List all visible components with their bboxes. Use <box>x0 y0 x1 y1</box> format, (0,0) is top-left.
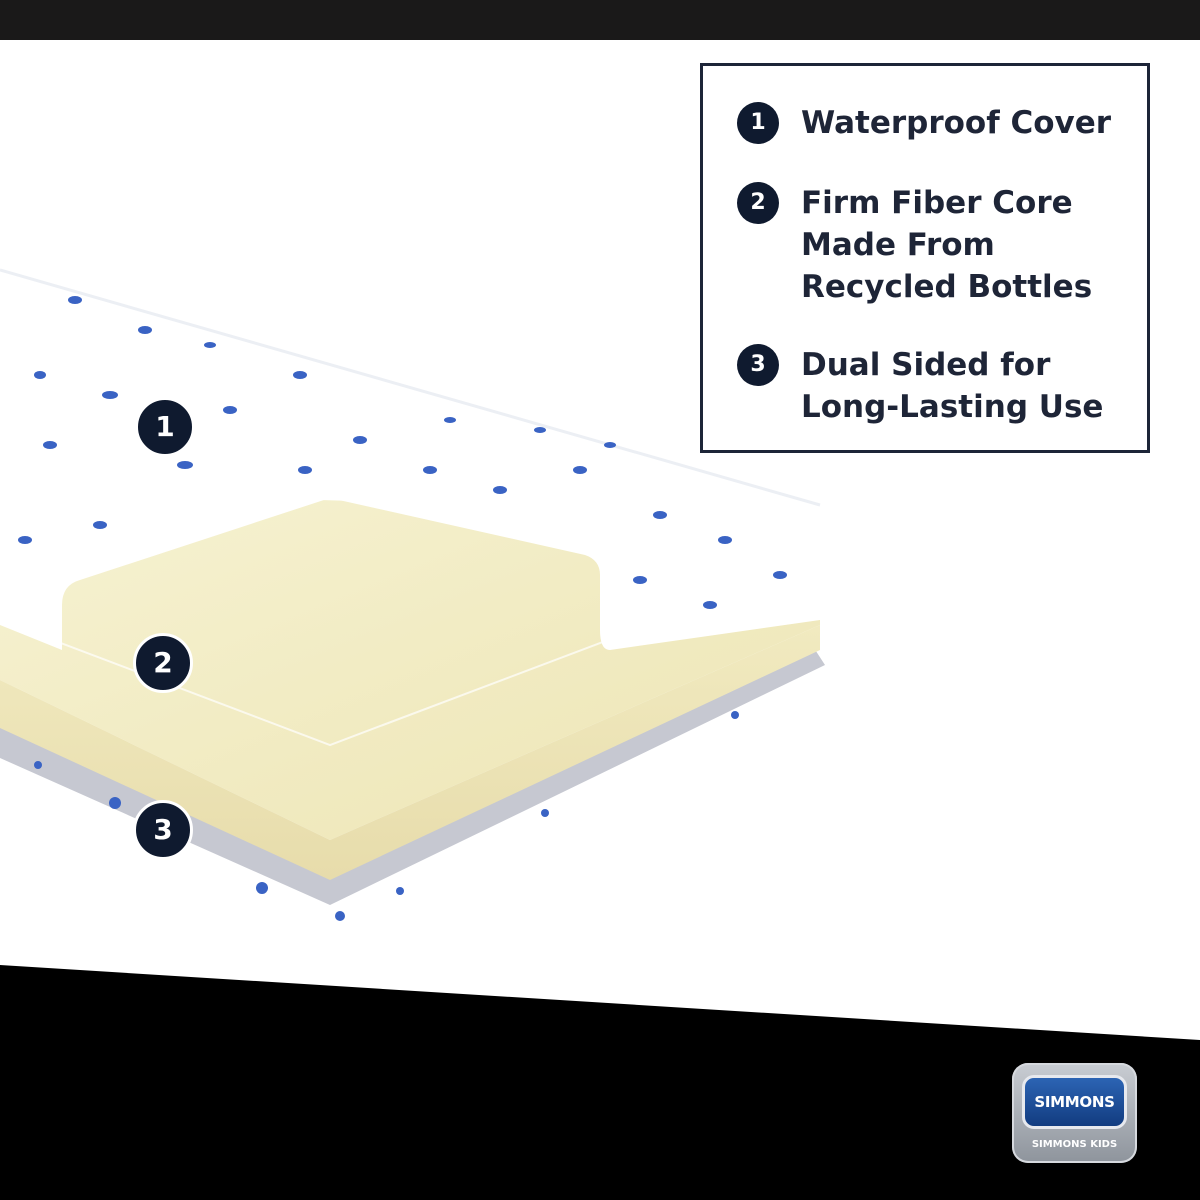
bottom-pad-front <box>330 680 825 965</box>
legend-item-dual-sided: 3 Dual Sided for Long-Lasting Use <box>737 344 1131 428</box>
core-edge <box>0 625 820 880</box>
legend-label: Dual Sided for Long-Lasting Use <box>801 347 1104 425</box>
layer-3-marker: 3 <box>133 800 193 860</box>
gray-layer <box>0 645 825 905</box>
pad-dots <box>34 711 739 921</box>
legend-item-fiber-core: 2 Firm Fiber Core Made From Recycled Bot… <box>737 182 1131 308</box>
legend-label: Waterproof Cover <box>801 105 1112 141</box>
cover-dots <box>18 296 787 609</box>
layer-2-marker: 2 <box>133 633 193 693</box>
logo-subtitle: SIMMONS KIDS <box>1031 1139 1118 1150</box>
legend-number-badge: 2 <box>737 182 779 224</box>
legend-item-waterproof-cover: 1 Waterproof Cover <box>737 102 1131 144</box>
legend-number-badge: 3 <box>737 344 779 386</box>
bottom-band <box>0 965 1200 1200</box>
cover <box>0 270 820 650</box>
layer-1-marker: 1 <box>135 397 195 457</box>
top-bar <box>0 0 1200 40</box>
cover-top-shadow <box>0 268 821 507</box>
simmons-kids-logo: SIMMONS SIMMONS KIDS <box>1012 1063 1137 1163</box>
logo-badge: SIMMONS <box>1022 1075 1127 1129</box>
legend-box: 1 Waterproof Cover 2 Firm Fiber Core Mad… <box>700 63 1150 453</box>
logo-name: SIMMONS <box>1034 1093 1115 1111</box>
legend-label: Firm Fiber Core Made From Recycled Bottl… <box>801 185 1093 305</box>
legend-number-badge: 1 <box>737 102 779 144</box>
